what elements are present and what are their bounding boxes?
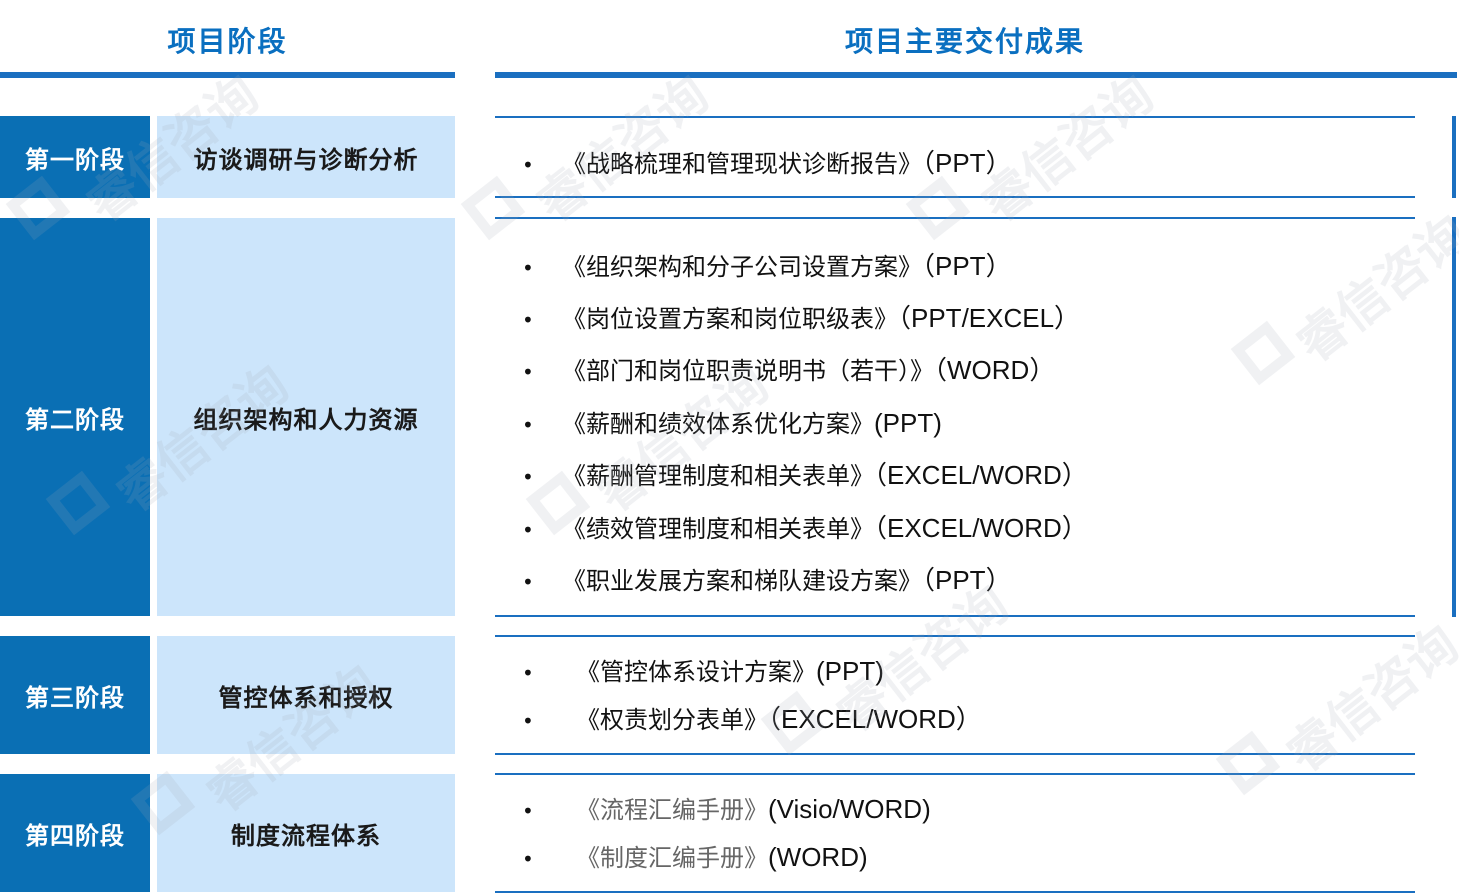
deliverable-title: 《管控体系设计方案》 [576,658,816,686]
deliverable-title: 《薪酬和绩效体系优化方案》 [562,410,874,438]
deliverable-format: （PPT） [922,251,1012,281]
deliverable-title: 《权责划分表单》 [576,706,768,734]
deliverable-title: 《薪酬管理制度和相关表单》 [562,462,874,490]
deliverable-title: 《战略梳理和管理现状诊断报告》 [562,150,922,178]
bullet-icon: • [522,570,534,594]
bullet-icon: • [522,413,534,437]
bullet-icon: • [522,661,534,685]
deliverable-format: (WORD) [768,842,868,872]
deliverable-format: （EXCEL/WORD） [874,460,1088,490]
deliverable-title: 《制度汇编手册》 [576,844,768,872]
deliverable-format: (PPT) [874,408,942,438]
deliverable-format: (PPT) [816,656,884,686]
deliverables-column-header: 项目主要交付成果 [844,25,1085,58]
deliverable-item: • 《制度汇编手册》(WORD) [522,839,868,875]
phase-column-header: 项目阶段 [167,25,288,58]
stage-1-label: 第一阶段 [0,116,150,198]
stage-3-deliverables [495,635,1415,755]
deliverable-title: 《职业发展方案和梯队建设方案》 [562,567,922,595]
deliverable-title: 《部门和岗位职责说明书（若干）》 [562,357,934,385]
stage-2-deliverables [495,217,1415,617]
bullet-icon: • [522,518,534,542]
phase-header-underline [0,72,455,78]
stage-1-name: 访谈调研与诊断分析 [157,116,455,198]
stage-1-deliverables [495,116,1415,198]
stage-4-name: 制度流程体系 [157,774,455,892]
deliverables-header-underline [495,72,1457,78]
stage-2-right-bar [1452,217,1456,617]
bullet-icon: • [522,153,534,177]
bullet-icon: • [522,360,534,384]
deliverable-format: （WORD） [934,355,1056,385]
deliverable-item: • 《权责划分表单》（EXCEL/WORD） [522,701,982,737]
stage-3-name: 管控体系和授权 [157,636,455,754]
deliverable-format: （PPT/EXCEL） [898,303,1081,333]
stage-4-deliverables [495,773,1415,893]
deliverable-format: （EXCEL/WORD） [874,513,1088,543]
deliverable-item: • 《管控体系设计方案》(PPT) [522,653,884,689]
deliverable-item: • 《流程汇编手册》(Visio/WORD) [522,791,931,827]
deliverable-item: • 《绩效管理制度和相关表单》（EXCEL/WORD） [522,510,1088,546]
deliverable-item: • 《薪酬管理制度和相关表单》（EXCEL/WORD） [522,457,1088,493]
bullet-icon: • [522,256,534,280]
deliverable-format: （EXCEL/WORD） [768,704,982,734]
stage-2-label: 第二阶段 [0,218,150,616]
bullet-icon: • [522,847,534,871]
deliverable-item: • 《组织架构和分子公司设置方案》（PPT） [522,248,1012,284]
bullet-icon: • [522,709,534,733]
bullet-icon: • [522,308,534,332]
bullet-icon: • [522,799,534,823]
deliverable-format: （PPT） [922,148,1012,178]
stage-4-label: 第四阶段 [0,774,150,892]
deliverable-item: • 《薪酬和绩效体系优化方案》(PPT) [522,405,942,441]
deliverable-title: 《流程汇编手册》 [576,796,768,824]
stage-3-label: 第三阶段 [0,636,150,754]
deliverable-item: • 《职业发展方案和梯队建设方案》（PPT） [522,562,1012,598]
deliverable-title: 《岗位设置方案和岗位职级表》 [562,305,898,333]
deliverable-item: • 《部门和岗位职责说明书（若干）》（WORD） [522,352,1055,388]
bullet-icon: • [522,465,534,489]
deliverable-format: (Visio/WORD) [768,794,931,824]
deliverable-item: • 《岗位设置方案和岗位职级表》（PPT/EXCEL） [522,300,1080,336]
stage-2-name: 组织架构和人力资源 [157,218,455,616]
deliverable-title: 《绩效管理制度和相关表单》 [562,515,874,543]
stage-1-right-bar [1452,116,1456,198]
deliverable-title: 《组织架构和分子公司设置方案》 [562,253,922,281]
deliverable-item: • 《战略梳理和管理现状诊断报告》（PPT） [522,145,1012,181]
deliverable-format: （PPT） [922,565,1012,595]
